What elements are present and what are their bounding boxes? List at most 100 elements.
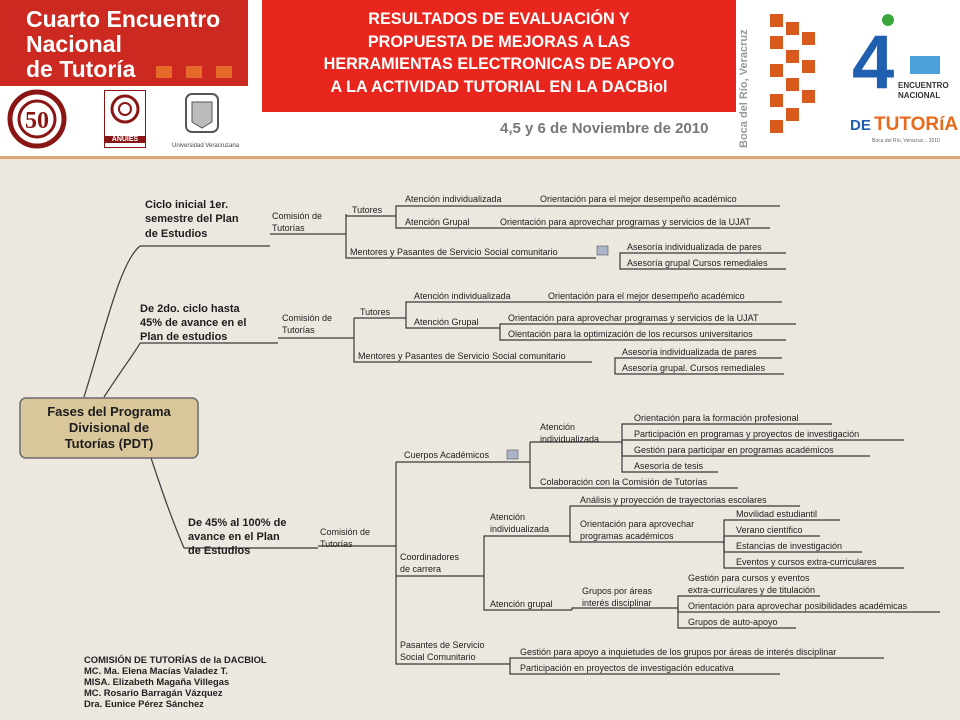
connector — [677, 608, 796, 629]
phase3-pasantes-line: Social Comunitario — [400, 652, 476, 662]
phase2-mentores-leaf: Asesoría grupal. Cursos remediales — [622, 363, 766, 373]
phase1-comision-line: Tutorías — [272, 223, 305, 233]
anniversary-seal-icon: 50 — [7, 89, 67, 149]
connector — [619, 258, 786, 270]
phase3-grupos-leaf-line: extra-curriculares y de titulación — [688, 585, 815, 595]
phase2-atencion-grupal-leaf: Olentación para la optimización de los r… — [508, 329, 753, 339]
connector — [569, 505, 800, 536]
phase3-coord-atencion-line: individualizada — [490, 524, 549, 534]
connector — [483, 535, 570, 576]
phase1-label-line: Ciclo inicial 1er. — [145, 199, 228, 211]
credits-line: COMISIÓN DE TUTORÍAS de la DACBIOL — [84, 654, 267, 665]
connector — [509, 657, 884, 664]
phase3-grupos-leaf: Orientación para aprovechar posibilidade… — [688, 601, 908, 611]
phase1-atencion-ind-leaf: Orientación para el mejor desempeño acad… — [540, 194, 737, 204]
note-icon — [596, 245, 609, 256]
phase3-grupos-leaf: Grupos de auto-apoyo — [688, 617, 778, 627]
phase2-label-line: De 2do. ciclo hasta — [140, 303, 241, 315]
root-node-line: Divisional de — [69, 420, 149, 435]
phase3-cuerpos-leaf: Participación en programas y proyectos d… — [634, 429, 859, 439]
logo-sub2: NACIONAL — [898, 91, 940, 100]
decor-square — [216, 66, 232, 78]
root-node — [19, 397, 199, 459]
logo-brand-main: TUTORíA — [874, 114, 958, 135]
slide-title-box: RESULTADOS DE EVALUACIÓN Y PROPUESTA DE … — [262, 0, 736, 112]
connector — [353, 338, 592, 363]
connector — [614, 362, 784, 375]
phase1-label-line: semestre del Plan — [145, 213, 239, 225]
phase2-label-line: Plan de estudios — [140, 331, 227, 343]
anuies-emblem-icon — [110, 94, 140, 124]
slide-header: Cuarto Encuentro Nacional de Tutoría 50 … — [0, 0, 960, 158]
connector — [405, 318, 500, 329]
slide-title-line: A LA ACTIVIDAD TUTORIAL EN LA DACBiol — [330, 77, 668, 96]
phase3-pasantes-leaf: Gestión para apoyo a inquietudes de los … — [520, 647, 836, 657]
phase3-label-line: de Estudios — [188, 545, 250, 557]
connector — [569, 536, 724, 543]
root-node-line: Tutorías (PDT) — [65, 436, 154, 451]
phase3-orientacion-leaf: Estancias de investigación — [736, 541, 842, 551]
phase2-mentores: Mentores y Pasantes de Servicio Social c… — [358, 351, 566, 361]
phase3-orientacion-line: Orientación para aprovechar — [580, 519, 694, 529]
connector — [571, 607, 678, 610]
phase2-atencion-ind-leaf: Orientación para el mejor desempeño acad… — [548, 291, 745, 301]
phase3-analisis: Análisis y proyección de trayectorias es… — [580, 495, 767, 505]
decor-square — [156, 66, 172, 78]
phase3-orientacion-leaf: Verano científico — [736, 525, 803, 535]
connector — [621, 423, 832, 442]
connector — [614, 357, 782, 362]
connector — [723, 542, 904, 569]
slide-title-line: RESULTADOS DE EVALUACIÓN Y — [368, 10, 630, 28]
phase2-atencion-ind: Atención individualizada — [414, 291, 511, 301]
credits-line: MISA. Elizabeth Magaña Villegas — [84, 676, 230, 687]
phase3-label-line: De 45% al 100% de — [188, 517, 286, 529]
connector — [621, 439, 904, 442]
connector — [723, 519, 840, 542]
phase3-comision-line: Tutorías — [320, 539, 353, 549]
phase3-label-line: avance en el Plan — [188, 531, 280, 543]
phase3-pasantes-leaf: Participación en proyectos de investigac… — [520, 663, 734, 673]
phase3-orientacion-leaf: Movilidad estudiantil — [736, 509, 817, 519]
connector — [405, 301, 543, 318]
phase1-mentores: Mentores y Pasantes de Servicio Social c… — [350, 247, 558, 257]
connector — [483, 576, 572, 611]
phase3-cuerpos-leaf: Asesoría de tesis — [634, 461, 704, 471]
decor-block-pattern — [770, 14, 830, 134]
connector — [509, 664, 780, 675]
connector — [395, 205, 536, 216]
event-title-block: Cuarto Encuentro Nacional de Tutoría — [0, 0, 248, 86]
phase2-atencion-grupal-leaf: Orientación para aprovechar programas y … — [508, 313, 759, 323]
phase1-comision-line: Comisión de — [272, 211, 322, 221]
encuentro-logo: 4 ENCUENTRO NACIONAL DE TUTORíA Boca del… — [850, 12, 958, 152]
phase2-atencion-grupal: Atención Grupal — [414, 317, 479, 327]
university-crest-icon — [185, 93, 219, 133]
anniversary-number: 50 — [25, 108, 49, 134]
slide-title-line: PROPUESTA DE MEJORAS A LAS — [367, 32, 631, 51]
credits-line: MC. Ma. Elena Macías Valadez T. — [84, 665, 228, 676]
slide-title-line: HERRAMIENTAS ELECTRONICAS DE APOYO — [323, 55, 675, 73]
note-icon — [506, 449, 519, 460]
phase2-tutores: Tutores — [360, 307, 391, 317]
decor-square — [186, 66, 202, 78]
phase2-label-line: 45% de avance en el — [140, 317, 246, 329]
connector — [149, 454, 185, 549]
credits-block: COMISIÓN DE TUTORÍAS de la DACBIOL MC. M… — [84, 654, 267, 709]
event-dates: 4,5 y 6 de Noviembre de 2010 — [500, 120, 709, 137]
phase3-grupos-line: Grupos por áreas — [582, 586, 653, 596]
phase1-label-line: de Estudios — [145, 228, 207, 240]
phase1-atencion-ind: Atención individualizada — [405, 194, 502, 204]
phase2-comision-line: Tutorías — [282, 325, 315, 335]
logo-tagline: Boca del Río, Veracruz... 2010 — [872, 138, 940, 144]
connector — [499, 323, 796, 328]
header-divider — [0, 156, 960, 159]
logo-brand-de: DE — [850, 117, 871, 134]
phase3-cuerpos-atencion-line: individualizada — [540, 434, 599, 444]
connector — [395, 576, 510, 665]
phase3-colaboracion: Colaboración con la Comisión de Tutorías — [540, 477, 708, 487]
event-title-line: Cuarto Encuentro — [26, 6, 221, 32]
phase1-atencion-grupal-leaf: Orientación para aprovechar programas y … — [500, 217, 751, 227]
phase2-mentores-leaf: Asesoría individualizada de pares — [622, 347, 757, 357]
phase1-mentores-leaf: Asesoría grupal Cursos remediales — [627, 258, 768, 268]
logo-number: 4 — [852, 20, 894, 105]
